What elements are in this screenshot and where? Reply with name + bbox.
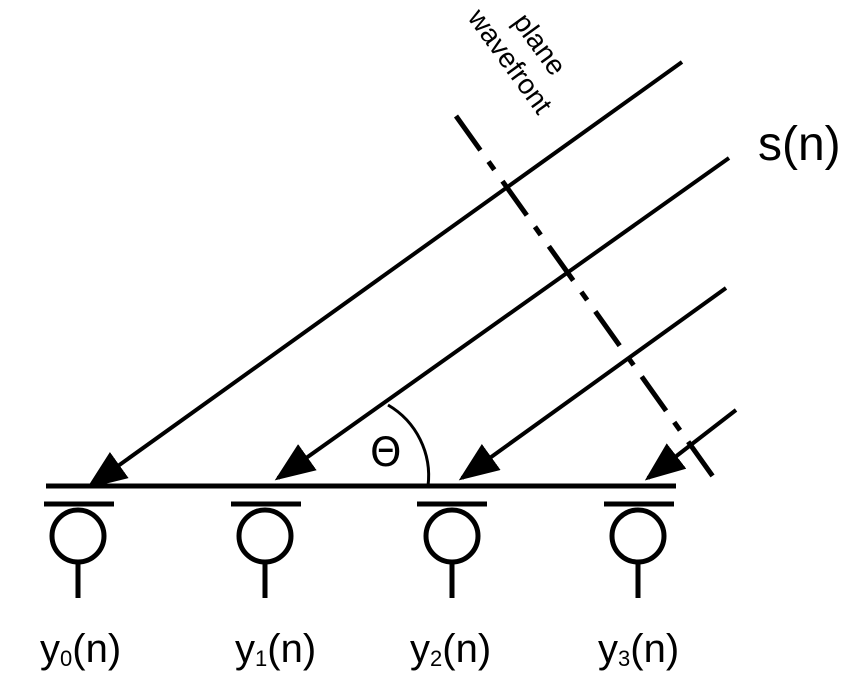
wavefront-label: plane wavefront [461, 2, 572, 119]
plane-wavefront-line [453, 114, 717, 480]
sensor-2 [417, 501, 487, 598]
sensor-0 [44, 501, 114, 598]
incoming-ray-1 [274, 156, 731, 481]
sensor-3-body [609, 507, 667, 565]
sensor-0-body [49, 507, 107, 565]
angle-arc [387, 403, 431, 487]
sensor-label-1: y1(n) [235, 627, 316, 671]
sensor-label-0: y0(n) [40, 627, 121, 671]
sensor-3 [604, 501, 674, 598]
sensor-1 [231, 501, 301, 598]
angle-label: Θ [370, 430, 401, 476]
sensor-1-body [236, 507, 294, 565]
sensor-label-2: y2(n) [410, 627, 491, 671]
sensor-label-3: y3(n) [598, 627, 679, 671]
signal-label: s(n) [758, 118, 841, 171]
incoming-ray-0 [86, 60, 684, 489]
sensor-2-body [423, 507, 481, 565]
incoming-ray-2 [458, 286, 728, 481]
